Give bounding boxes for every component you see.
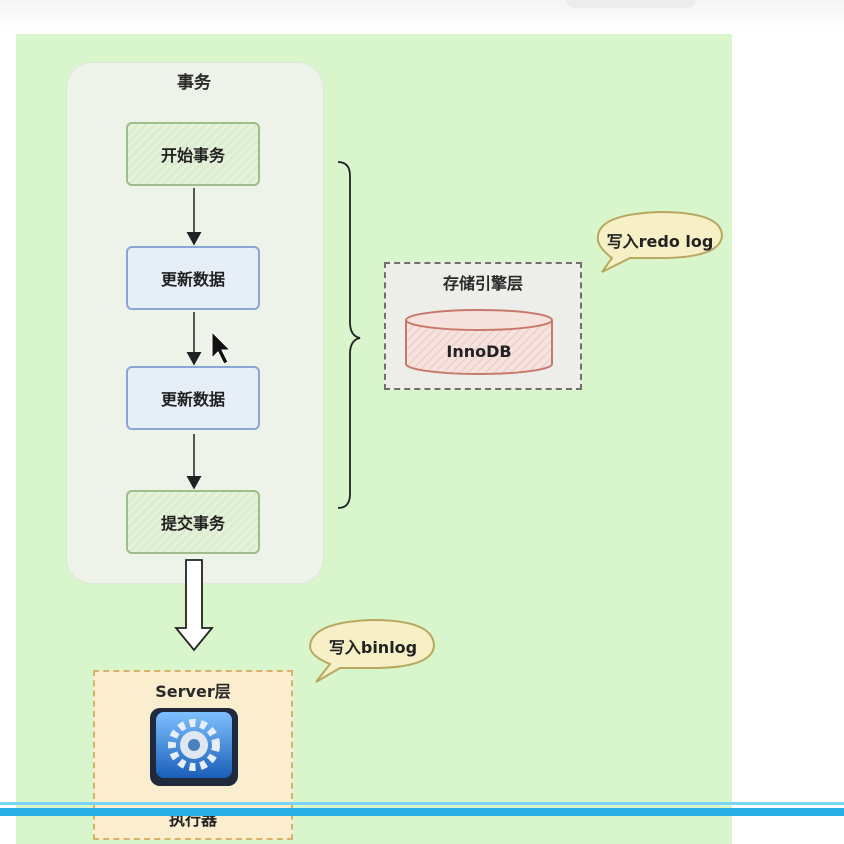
gear-icon (150, 708, 238, 786)
video-progress-bar[interactable] (0, 808, 844, 816)
step-update-data-2: 更新数据 (126, 366, 260, 430)
innodb-cylinder (405, 309, 553, 375)
mouse-cursor-icon (211, 330, 232, 365)
transaction-brace (337, 161, 361, 509)
top-highlight (566, 0, 696, 8)
step-update-data-1: 更新数据 (126, 246, 260, 310)
top-strip (0, 0, 844, 30)
innodb-label: InnoDB (446, 342, 512, 361)
redo-log-callout (596, 210, 724, 273)
storage-engine-layer-title: 存储引擎层 (442, 274, 523, 293)
commit-to-server-arrow (174, 559, 214, 652)
step-commit-transaction: 提交事务 (126, 490, 260, 554)
transaction-group-title: 事务 (177, 73, 211, 93)
video-progress-track[interactable] (0, 802, 844, 805)
step-begin-transaction: 开始事务 (126, 122, 260, 186)
server-layer-title: Server层 (155, 682, 231, 701)
binlog-callout (308, 618, 436, 683)
redo-log-callout-text: 写入redo log (606, 232, 714, 251)
binlog-callout-text: 写入binlog (328, 638, 418, 657)
